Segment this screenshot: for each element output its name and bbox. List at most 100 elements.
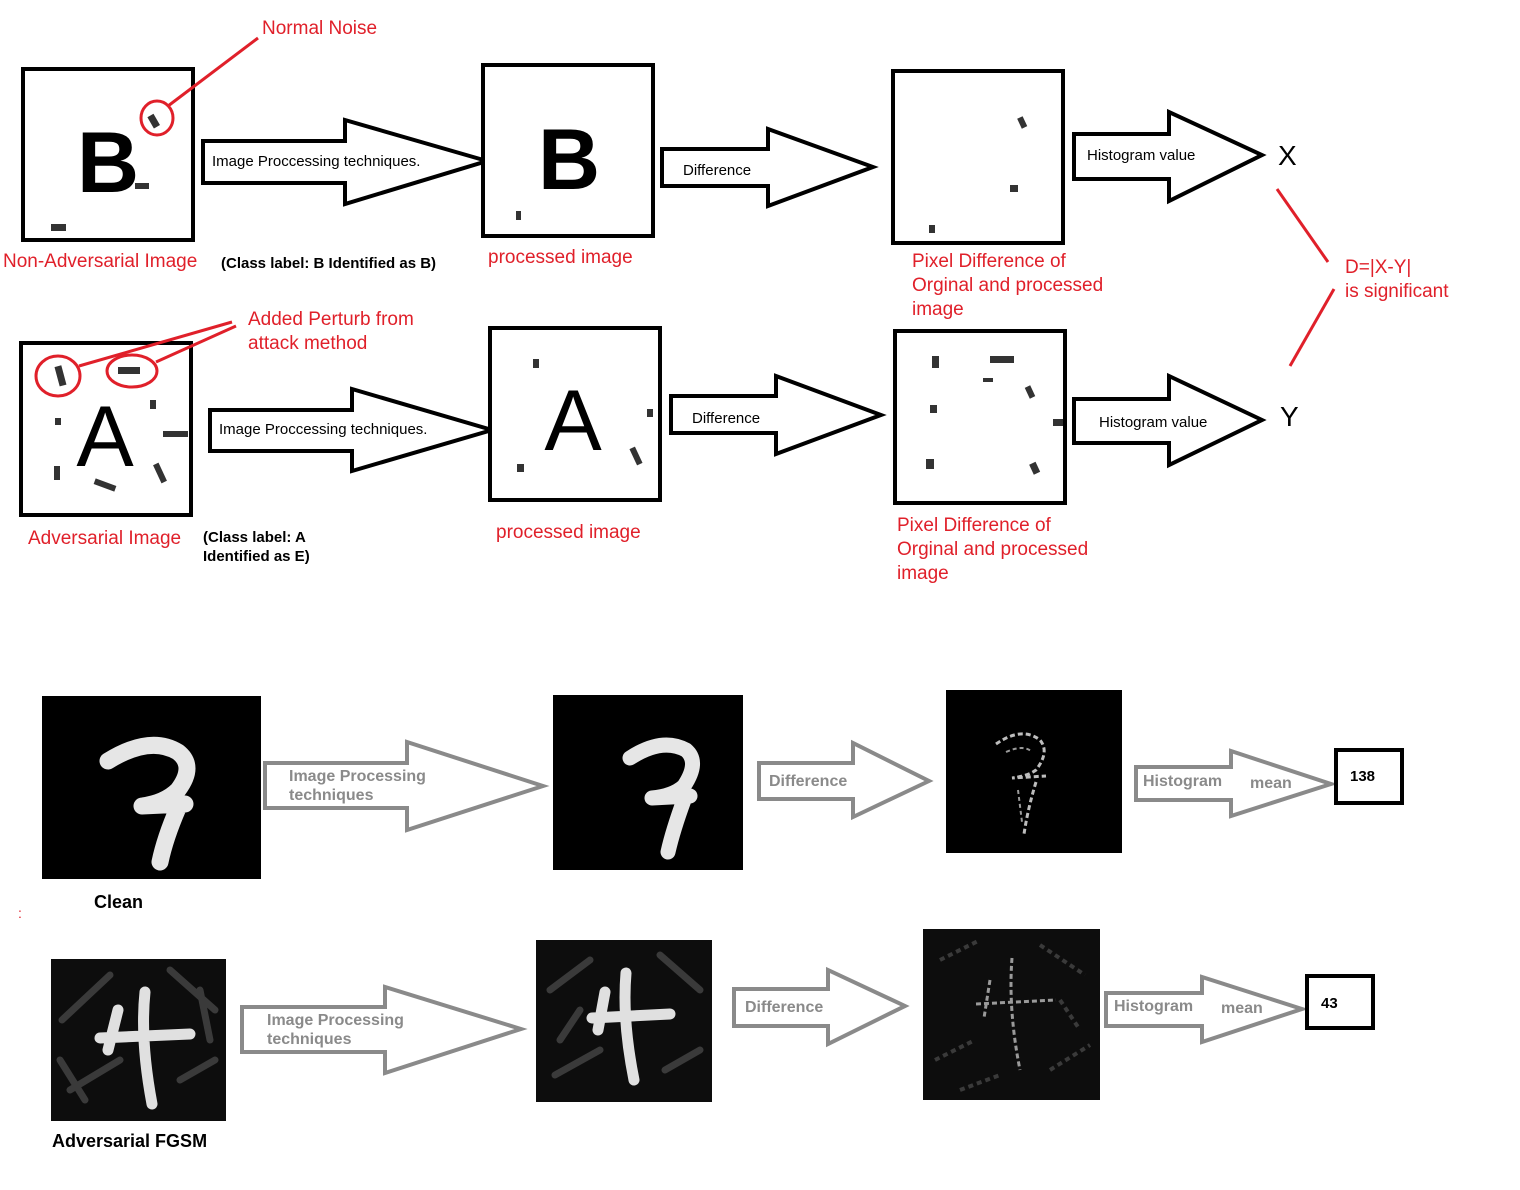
fgsm-histogram-arrow: Histogram mean xyxy=(1104,974,1309,1045)
noise-mark xyxy=(147,113,160,129)
arrow-label: Image Proccessing techniques. xyxy=(212,153,420,170)
perturb-mark xyxy=(118,367,140,374)
fgsm-difference-image xyxy=(923,929,1100,1100)
result-x: X xyxy=(1278,140,1297,171)
row2-processed-image: A xyxy=(488,326,662,502)
noise-mark xyxy=(135,183,149,189)
perturb-mark xyxy=(1024,385,1036,399)
callout-line xyxy=(78,320,233,368)
letter-a: A xyxy=(76,389,134,485)
perturb-mark xyxy=(54,466,60,480)
perturb-mark xyxy=(1053,419,1063,426)
noise-mark xyxy=(517,464,524,472)
letter-b: B xyxy=(77,115,139,211)
row1-histogram-arrow: Histogram value xyxy=(1072,108,1267,205)
row1-processed-caption: processed image xyxy=(488,247,633,268)
fgsm-input-image xyxy=(51,959,226,1121)
arrow-label: mean xyxy=(1250,775,1292,792)
noise-mark xyxy=(1017,116,1028,129)
fgsm-difference-arrow: Difference xyxy=(732,966,910,1048)
stray-mark: : xyxy=(18,905,22,921)
clean-mean-value-box: 138 xyxy=(1334,748,1404,805)
row2-input-caption: Adversarial Image xyxy=(28,528,181,549)
arrow-label: Histogram value xyxy=(1099,414,1207,431)
row2-diff-caption-1: Pixel Difference of xyxy=(897,515,1052,536)
row2-processing-arrow: Image Proccessing techniques. xyxy=(208,386,500,474)
row1-input-image: B xyxy=(21,67,195,242)
clean-caption: Clean xyxy=(94,892,143,912)
row2-diff-caption-3: image xyxy=(897,563,949,584)
fgsm-caption: Adversarial FGSM xyxy=(52,1131,207,1151)
arrow-label: Histogram xyxy=(1143,773,1222,790)
noise-mark xyxy=(647,409,653,417)
row1-processing-arrow: Image Proccessing techniques. xyxy=(201,117,495,207)
arrow-label: Histogram xyxy=(1114,998,1193,1015)
arrow-label: Difference xyxy=(692,410,760,427)
perturb-highlight-circle xyxy=(105,353,159,389)
row1-input-caption: Non-Adversarial Image xyxy=(3,251,197,272)
clean-processed-image xyxy=(553,695,743,870)
clean-processing-arrow: Image Processing techniques xyxy=(263,739,550,833)
row1-class-label: (Class label: B Identified as B) xyxy=(221,255,436,272)
perturb-mark xyxy=(926,459,934,469)
clean-histogram-arrow: Histogram mean xyxy=(1134,748,1338,819)
callout-normal-noise: Normal Noise xyxy=(262,18,377,39)
row2-class-label-2: Identified as E) xyxy=(203,548,310,565)
noise-mark xyxy=(629,446,643,466)
arrow-label: Difference xyxy=(683,162,751,179)
noise-mark xyxy=(1010,185,1018,192)
noise-mark xyxy=(929,225,935,233)
connector-line xyxy=(1275,188,1330,263)
clean-mean-value: 138 xyxy=(1350,768,1375,785)
connector-line xyxy=(1288,288,1336,367)
callout-perturb-2: attack method xyxy=(248,333,367,354)
arrow-label: mean xyxy=(1221,1000,1263,1017)
row2-class-label-1: (Class label: A xyxy=(203,529,306,546)
perturb-mark xyxy=(990,356,1014,363)
clean-difference-image xyxy=(946,690,1122,853)
row2-histogram-arrow: Histogram value xyxy=(1072,372,1267,469)
perturb-mark xyxy=(163,431,188,437)
callout-line xyxy=(155,324,237,364)
clean-input-image xyxy=(42,696,261,879)
arrow-label: Image Processing xyxy=(267,1012,404,1029)
arrow-label: Image Proccessing techniques. xyxy=(219,421,427,438)
perturb-mark xyxy=(55,418,61,425)
result-y: Y xyxy=(1280,401,1299,432)
row1-processed-image: B xyxy=(481,63,655,238)
row2-diff-caption-2: Orginal and processed xyxy=(897,539,1088,560)
letter-b: B xyxy=(538,112,600,208)
row1-difference-image xyxy=(891,69,1065,245)
callout-line xyxy=(167,36,259,108)
noise-mark xyxy=(51,224,66,231)
row1-diff-caption-3: image xyxy=(912,299,964,320)
clean-difference-arrow: Difference xyxy=(757,739,934,821)
row1-diff-caption-2: Orginal and processed xyxy=(912,275,1103,296)
perturb-mark xyxy=(54,365,67,387)
arrow-label: Difference xyxy=(769,773,847,790)
perturb-mark xyxy=(1029,461,1041,475)
row2-difference-arrow: Difference xyxy=(669,373,887,457)
perturb-mark xyxy=(983,378,993,382)
fgsm-processed-image xyxy=(536,940,712,1102)
noise-mark xyxy=(516,211,521,220)
row1-diff-caption-1: Pixel Difference of xyxy=(912,251,1067,272)
arrow-label: Difference xyxy=(745,999,823,1016)
perturb-highlight-circle xyxy=(34,354,82,398)
fgsm-processing-arrow: Image Processing techniques xyxy=(240,984,528,1076)
perturb-mark xyxy=(93,478,117,492)
row1-difference-arrow: Difference xyxy=(660,126,879,209)
fgsm-mean-value-box: 43 xyxy=(1305,974,1375,1030)
arrow-label: Image Processing xyxy=(289,768,426,785)
callout-perturb-1: Added Perturb from xyxy=(248,309,414,330)
arrow-label: techniques xyxy=(267,1031,352,1048)
perturb-mark xyxy=(932,356,939,368)
formula-line-1: D=|X-Y| xyxy=(1345,257,1411,278)
arrow-label: techniques xyxy=(289,787,374,804)
noise-highlight-circle xyxy=(139,99,175,137)
formula-line-2: is significant xyxy=(1345,281,1449,302)
row2-difference-image xyxy=(893,329,1067,505)
letter-a: A xyxy=(544,373,602,469)
perturb-mark xyxy=(150,400,156,409)
